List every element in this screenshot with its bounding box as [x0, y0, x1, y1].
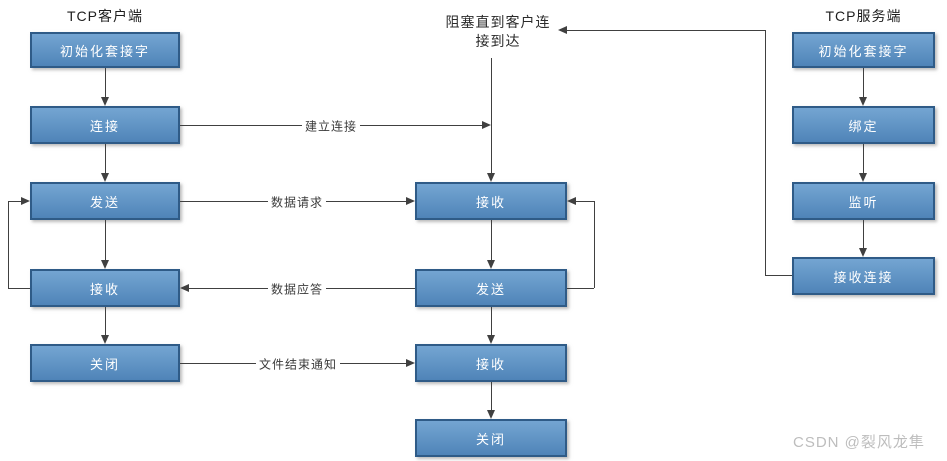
connector-middle-receive-to-send — [491, 220, 492, 260]
middle-box-close: 关闭 — [415, 419, 567, 457]
connector-client-connect-to-send — [105, 144, 106, 173]
connector-server-init-to-bind — [863, 68, 864, 97]
arrow-right-icon — [482, 121, 491, 129]
connector-middle-loop-top — [576, 201, 594, 202]
arrow-down-icon — [487, 173, 495, 182]
arrow-down-icon — [487, 410, 495, 419]
arrow-down-icon — [101, 260, 109, 269]
connector-server-listen-to-accept — [863, 220, 864, 248]
watermark: CSDN @裂风龙隼 — [793, 434, 925, 451]
arrow-down-icon — [101, 335, 109, 344]
blocking-note-line2: 接到达 — [475, 33, 521, 49]
arrow-right-icon — [406, 359, 415, 367]
arrow-down-icon — [859, 173, 867, 182]
blocking-note: 阻塞直到客户连 接到达 — [437, 13, 559, 51]
connector-accept-to-note — [567, 30, 765, 31]
client-box-close: 关闭 — [30, 344, 180, 382]
server-box-accept: 接收连接 — [792, 257, 935, 295]
connector-server-bind-to-listen — [863, 144, 864, 173]
client-column-title: TCP客户端 — [67, 8, 143, 24]
middle-box-send: 发送 — [415, 269, 567, 307]
connector-client-loop-top — [8, 201, 21, 202]
arrow-down-icon — [859, 97, 867, 106]
connector-client-receive-to-close — [105, 307, 106, 335]
client-box-connect: 连接 — [30, 106, 180, 144]
connector-accept-out — [765, 275, 792, 276]
connector-client-loop-side — [8, 201, 9, 288]
arrow-down-icon — [859, 248, 867, 257]
connector-middle-loop-bottom — [567, 288, 594, 289]
connector-accept-up — [765, 30, 766, 275]
label-data-reply: 数据应答 — [267, 280, 327, 298]
blocking-note-line1: 阻塞直到客户连 — [445, 14, 551, 30]
connector-middle-send-to-receive2 — [491, 307, 492, 335]
connector-note-to-middle-receive — [491, 58, 492, 173]
arrow-left-icon — [567, 197, 576, 205]
arrow-left-icon — [180, 284, 189, 292]
arrow-right-icon — [21, 197, 30, 205]
connector-client-init-to-connect — [105, 68, 106, 97]
middle-box-receive-2: 接收 — [415, 344, 567, 382]
label-eof-notice: 文件结束通知 — [255, 355, 341, 373]
label-data-request: 数据请求 — [267, 193, 327, 211]
connector-client-loop-bottom — [8, 288, 30, 289]
server-column-title: TCP服务端 — [825, 8, 902, 24]
connector-middle-receive2-to-close — [491, 382, 492, 410]
arrow-right-icon — [406, 197, 415, 205]
client-box-send: 发送 — [30, 182, 180, 220]
arrow-down-icon — [487, 335, 495, 344]
client-box-receive: 接收 — [30, 269, 180, 307]
connector-middle-loop-side — [594, 201, 595, 288]
middle-box-receive-1: 接收 — [415, 182, 567, 220]
arrow-left-icon — [558, 26, 567, 34]
arrow-down-icon — [101, 173, 109, 182]
arrow-down-icon — [101, 97, 109, 106]
label-establish-connection: 建立连接 — [301, 117, 361, 135]
connector-client-send-to-receive — [105, 220, 106, 260]
server-box-listen: 监听 — [792, 182, 935, 220]
server-box-bind: 绑定 — [792, 106, 935, 144]
client-box-init-socket: 初始化套接字 — [30, 32, 180, 68]
server-box-init-socket: 初始化套接字 — [792, 32, 935, 68]
arrow-down-icon — [487, 260, 495, 269]
